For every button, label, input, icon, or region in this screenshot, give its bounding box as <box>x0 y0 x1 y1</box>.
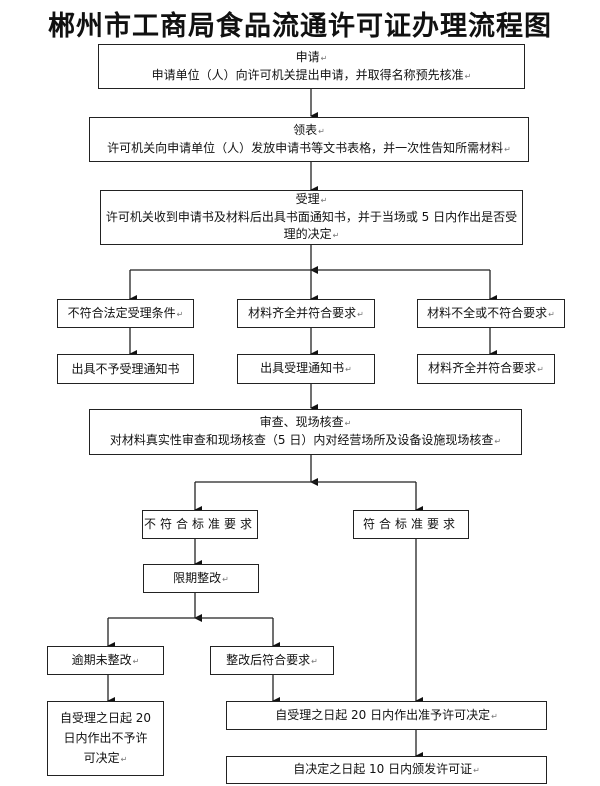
rectify: 限期整改 <box>143 564 259 593</box>
grant-decision: 自受理之日起 20 日内作出准予许可决定 <box>226 701 547 730</box>
deny-decision-line-2: 日内作出不予许 <box>63 730 148 745</box>
notice-accept: 出具受理通知书 <box>237 354 375 384</box>
step-collect-forms-text: 许可机关向申请单位（人）发放申请书等文书表格，并一次性告知所需材料 <box>107 140 511 158</box>
page-title: 郴州市工商局食品流通许可证办理流程图 <box>48 11 552 42</box>
notice-reject: 出具不予受理通知书 <box>57 354 194 384</box>
rectified-ok-label: 整改后符合要求 <box>226 652 318 670</box>
branch-complete-label: 材料齐全并符合要求 <box>248 305 364 323</box>
deny-decision-line-3: 可决定 <box>84 748 128 770</box>
branch-incomplete-label: 材料不全或不符合要求 <box>427 305 555 323</box>
grant-decision-label: 自受理之日起 20 日内作出准予许可决定 <box>275 707 498 725</box>
deny-decision-line-1: 自受理之日起 20 <box>59 710 152 725</box>
rectify-label: 限期整改 <box>173 570 229 588</box>
step-apply-heading: 申请 <box>296 49 328 67</box>
step-accept-text-2: 理的决定 <box>284 226 340 244</box>
notice-reject-label: 出具不予受理通知书 <box>71 361 180 376</box>
step-accept-heading: 受理 <box>296 191 328 209</box>
step-accept: 受理 许可机关收到申请书及材料后出具书面通知书，并于当场或 5 日内作出是否受 … <box>100 190 523 245</box>
complete-again-label: 材料齐全并符合要求 <box>428 360 544 378</box>
step-accept-text-1: 许可机关收到申请书及材料后出具书面通知书，并于当场或 5 日内作出是否受 <box>105 210 518 224</box>
overdue-label: 逾期未整改 <box>72 652 140 670</box>
not-meet-standard: 不符合标准要求 <box>142 510 258 539</box>
meet-standard: 符合标准要求 <box>353 510 469 539</box>
step-apply: 申请 申请单位（人）向许可机关提出申请，并取得名称预先核准 <box>98 44 525 89</box>
rectified-ok: 整改后符合要求 <box>210 646 334 675</box>
branch-complete: 材料齐全并符合要求 <box>237 299 375 328</box>
notice-accept-label: 出具受理通知书 <box>260 360 352 378</box>
branch-not-legal: 不符合法定受理条件 <box>57 299 194 328</box>
meet-standard-label: 符合标准要求 <box>362 517 459 531</box>
issue-license-label: 自决定之日起 10 日内颁发许可证 <box>293 761 480 779</box>
step-review-heading: 审查、现场核查 <box>260 414 352 432</box>
step-review-text: 对材料真实性审查和现场核查（5 日）内对经营场所及设备设施现场核查 <box>110 432 501 450</box>
step-review: 审查、现场核查 对材料真实性审查和现场核查（5 日）内对经营场所及设备设施现场核… <box>89 409 522 455</box>
step-collect-forms: 领表 许可机关向申请单位（人）发放申请书等文书表格，并一次性告知所需材料 <box>89 117 529 162</box>
branch-incomplete: 材料不全或不符合要求 <box>417 299 565 328</box>
not-meet-standard-label: 不符合标准要求 <box>143 517 256 531</box>
step-apply-text: 申请单位（人）向许可机关提出申请，并取得名称预先核准 <box>152 67 472 85</box>
deny-decision: 自受理之日起 20 日内作出不予许 可决定 <box>47 701 164 776</box>
issue-license: 自决定之日起 10 日内颁发许可证 <box>226 756 547 784</box>
step-collect-forms-heading: 领表 <box>293 122 325 140</box>
complete-again: 材料齐全并符合要求 <box>417 354 555 384</box>
overdue: 逾期未整改 <box>47 646 164 675</box>
branch-not-legal-label: 不符合法定受理条件 <box>68 305 184 323</box>
